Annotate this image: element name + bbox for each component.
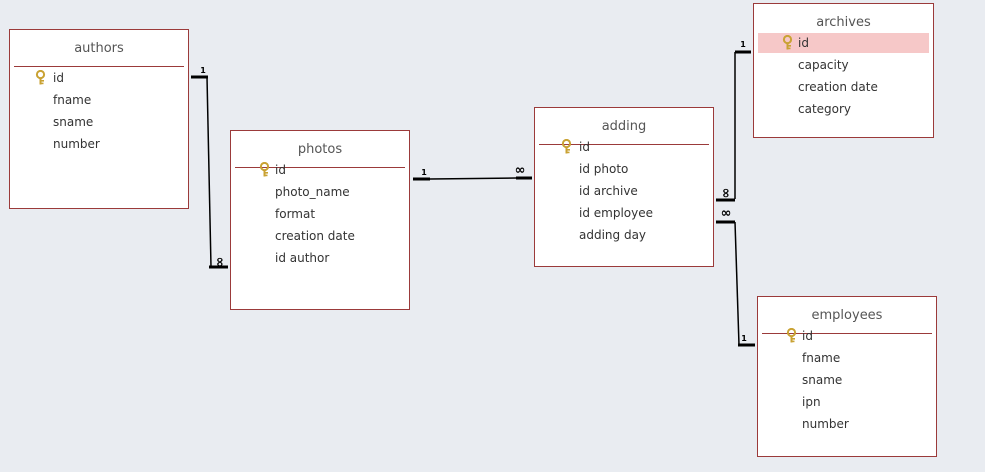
field-row[interactable]: creation date <box>754 77 933 97</box>
many-marker: ∞ <box>212 257 227 268</box>
field-row[interactable]: creation date <box>231 226 409 246</box>
primary-key-icon <box>35 69 46 85</box>
primary-key-icon <box>786 327 797 343</box>
field-row[interactable]: id <box>535 137 713 157</box>
field-name: id archive <box>579 184 638 198</box>
table-title[interactable]: photos <box>297 141 343 157</box>
table-title[interactable]: adding <box>601 118 647 134</box>
field-row[interactable]: id <box>758 326 936 346</box>
field-row[interactable]: photo_name <box>231 182 409 202</box>
field-row[interactable]: fname <box>10 90 188 110</box>
field-name: adding day <box>579 228 647 242</box>
table-title[interactable]: authors <box>74 40 124 56</box>
field-name: category <box>798 102 852 116</box>
table-title-divider <box>235 167 405 168</box>
field-name: sname <box>53 115 94 129</box>
field-name: ipn <box>802 395 821 409</box>
one-marker: 1 <box>200 66 206 75</box>
many-marker: ∞ <box>718 188 733 199</box>
field-name: photo_name <box>275 185 350 199</box>
table-employees[interactable]: employees id fname sname ipn number <box>757 296 937 457</box>
table-title-divider <box>539 144 709 145</box>
field-row[interactable]: number <box>758 414 936 434</box>
field-name: format <box>275 207 316 221</box>
field-row[interactable]: ipn <box>758 392 936 412</box>
field-name: number <box>53 137 100 151</box>
field-row[interactable]: id employee <box>535 203 713 223</box>
field-name: id <box>798 36 809 50</box>
field-row[interactable]: id <box>10 68 188 88</box>
relationship-line <box>429 177 517 180</box>
table-title-divider <box>14 66 184 67</box>
field-name: id <box>275 163 286 177</box>
field-row[interactable]: id <box>231 160 409 180</box>
field-name: fname <box>53 93 92 107</box>
field-row[interactable]: sname <box>10 112 188 132</box>
relationship-line <box>206 76 212 268</box>
one-marker: 1 <box>740 40 746 49</box>
primary-key-icon <box>782 34 793 50</box>
field-name: id <box>802 329 813 343</box>
field-name: id employee <box>579 206 653 220</box>
field-row[interactable]: id photo <box>535 159 713 179</box>
relationship-line <box>734 221 740 346</box>
table-title[interactable]: archives <box>816 14 871 30</box>
field-name: id <box>579 140 590 154</box>
field-row[interactable]: adding day <box>535 225 713 245</box>
field-row[interactable]: id archive <box>535 181 713 201</box>
many-marker: ∞ <box>515 163 526 178</box>
table-adding[interactable]: adding id id photo id archive id employee ad… <box>534 107 714 267</box>
table-title-divider <box>762 333 932 334</box>
field-row[interactable]: category <box>754 99 933 119</box>
field-row[interactable]: sname <box>758 370 936 390</box>
field-row[interactable]: format <box>231 204 409 224</box>
primary-key-icon <box>561 138 572 154</box>
field-name: creation date <box>798 80 878 94</box>
field-name: sname <box>802 373 843 387</box>
table-archives[interactable]: archives id capacity creation date category <box>753 3 934 138</box>
primary-key-icon <box>259 161 270 177</box>
field-row[interactable]: capacity <box>754 55 933 75</box>
field-name: id photo <box>579 162 629 176</box>
field-name: capacity <box>798 58 849 72</box>
field-row[interactable]: id <box>758 33 929 53</box>
field-row[interactable]: number <box>10 134 188 154</box>
field-row[interactable]: fname <box>758 348 936 368</box>
many-marker: ∞ <box>721 206 732 221</box>
table-title[interactable]: employees <box>811 307 883 323</box>
one-marker: 1 <box>421 168 427 177</box>
field-name: id author <box>275 251 330 265</box>
field-name: id <box>53 71 64 85</box>
field-name: number <box>802 417 849 431</box>
field-row[interactable]: id author <box>231 248 409 268</box>
one-marker: 1 <box>741 334 747 343</box>
table-authors[interactable]: authors id fname sname number <box>9 29 189 209</box>
field-name: creation date <box>275 229 355 243</box>
field-name: fname <box>802 351 841 365</box>
